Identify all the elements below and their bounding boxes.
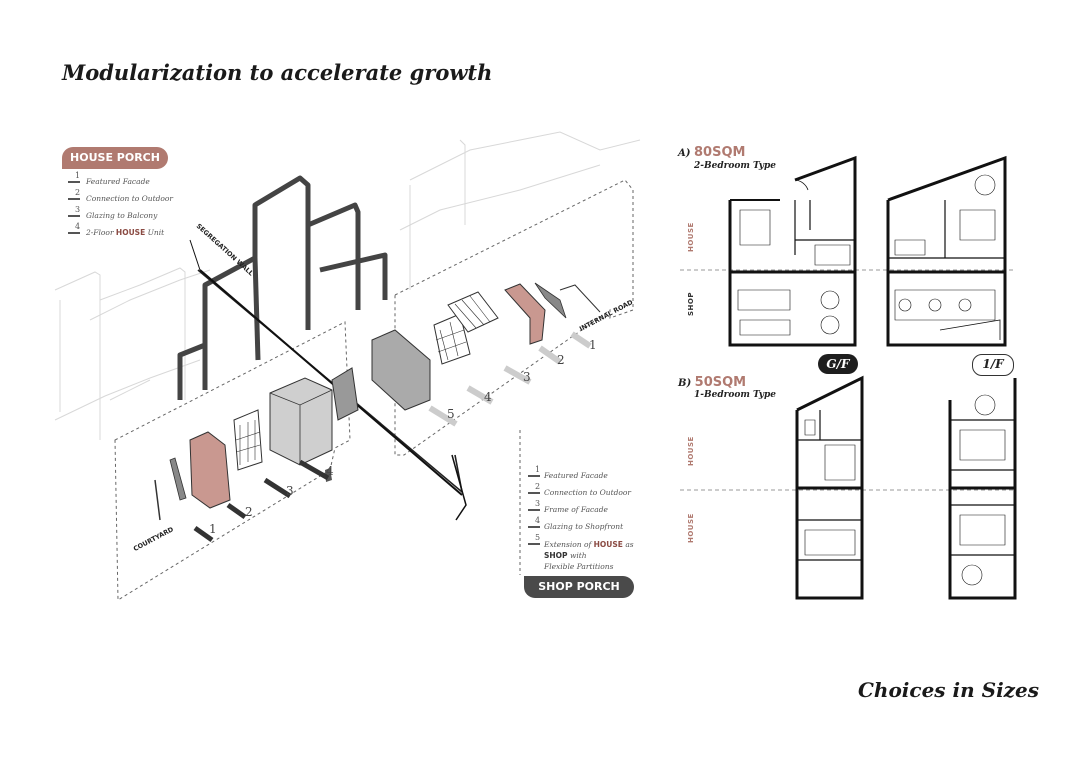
shop-zone-outline	[394, 179, 634, 456]
shop-number-3: 3	[523, 370, 531, 384]
shop-porch-badge: SHOP PORCH	[524, 576, 634, 598]
page-title: Modularization to accelerate growth	[62, 60, 493, 85]
house-number-3: 3	[286, 484, 294, 498]
shop-number-4: 4	[484, 390, 492, 404]
shop-number-5: 5	[447, 407, 455, 421]
shop-number-1: 1	[589, 338, 597, 352]
plan-b-1f	[948, 378, 1017, 600]
shop-number-2: 2	[557, 353, 565, 367]
choices-in-sizes-title: Choices in Sizes	[858, 678, 1040, 702]
floor-1f-pill: 1/F	[972, 354, 1014, 376]
house-number-1: 1	[209, 522, 217, 536]
house-number-2: 2	[245, 505, 253, 519]
type-b-heading: B) 50SQM	[678, 375, 747, 390]
floor-gf-pill: G/F	[818, 354, 858, 374]
type-b-subtitle: 1-Bedroom Type	[694, 390, 776, 400]
plan-a-1f	[886, 155, 1007, 347]
type-a-subtitle: 2-Bedroom Type	[694, 161, 776, 171]
plan-a-gf	[728, 155, 857, 347]
house-zone-outline	[114, 321, 351, 601]
plan-b-gf	[795, 375, 864, 600]
house-number-4: 4	[326, 464, 334, 478]
house-porch-badge: HOUSE PORCH	[62, 147, 168, 169]
type-a-heading: A) 80SQM	[678, 145, 746, 160]
